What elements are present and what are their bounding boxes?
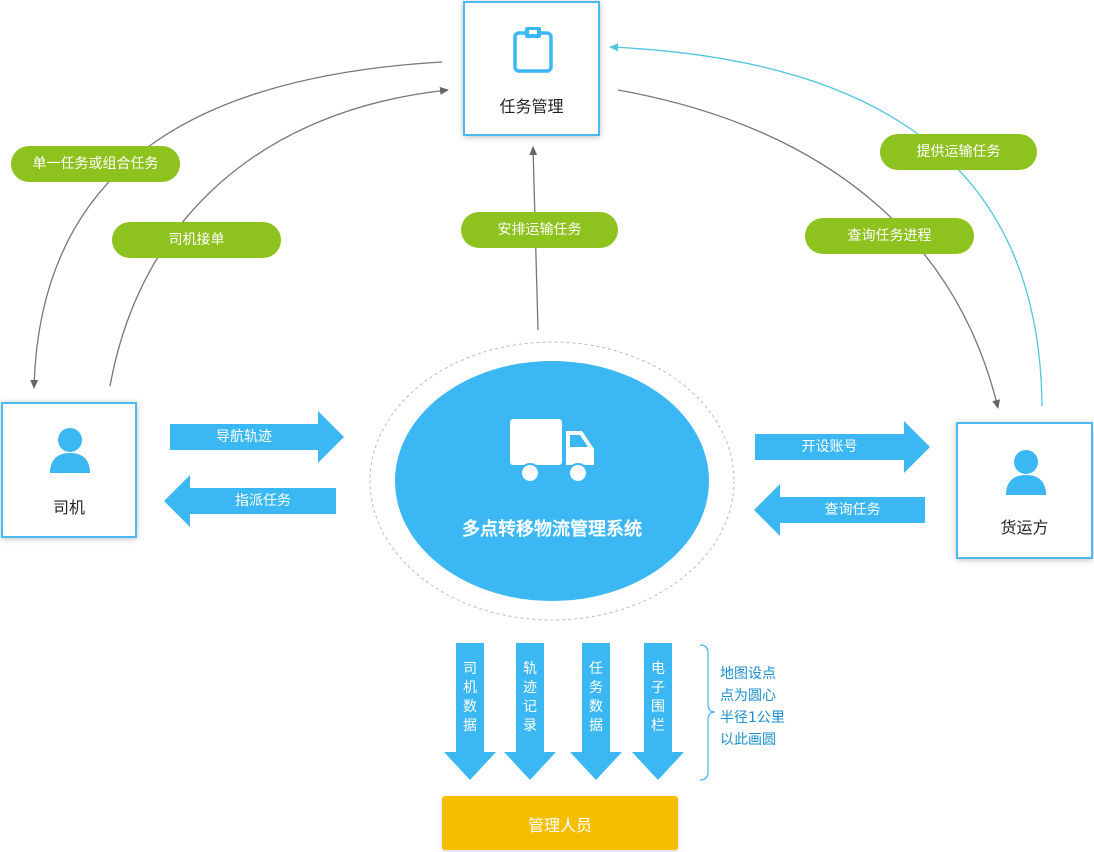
- pill-query-progress: 查询任务进程: [805, 218, 974, 254]
- shipper-box[interactable]: 货运方: [956, 422, 1093, 559]
- label-open-account: 开设账号: [801, 439, 858, 455]
- manager-label: 管理人员: [527, 816, 592, 835]
- note-line-2: 点为圆心: [720, 688, 776, 704]
- arrow-dispatch-task: [164, 475, 336, 527]
- user-icon: [50, 428, 90, 473]
- clipboard-icon: [513, 27, 553, 73]
- arrow-task-data: [570, 643, 622, 780]
- arrow-query-task: [754, 484, 925, 536]
- label-geofence: 电子围栏: [651, 661, 665, 734]
- pill-single-or-combined: 单一任务或组合任务: [11, 146, 180, 182]
- task-management-label: 任务管理: [499, 97, 564, 116]
- arrow-navigation-track: [170, 411, 344, 463]
- system-outer-ring: [369, 341, 735, 621]
- label-track-record: 轨迹记录: [523, 661, 537, 734]
- curve-task-to-shipper: [617, 89, 1001, 409]
- pill-driver-accept: 司机接单: [112, 222, 281, 258]
- task-management-box[interactable]: 任务管理: [463, 1, 600, 136]
- truck-icon: [510, 419, 594, 483]
- arrow-driver-data: [444, 643, 496, 780]
- driver-label: 司机: [52, 498, 85, 517]
- label-query-task: 查询任务: [824, 502, 881, 518]
- note-line-3: 半径1公里: [720, 710, 785, 726]
- note-brace: [699, 644, 716, 781]
- label-dispatch-task: 指派任务: [235, 493, 291, 509]
- system-title: 多点转移物流管理系统: [462, 519, 642, 540]
- pill-provide-transport: 提供运输任务: [880, 134, 1037, 170]
- user-icon: [1006, 450, 1046, 495]
- driver-box[interactable]: 司机: [1, 402, 137, 538]
- manager-box[interactable]: 管理人员: [442, 796, 678, 850]
- arrow-geofence: [632, 643, 684, 780]
- note-line-4: 以此画圆: [720, 732, 776, 748]
- pill-arrange-transport: 安排运输任务: [461, 212, 618, 248]
- arrow-track-record: [504, 643, 556, 780]
- curve-task-to-driver: [30, 61, 443, 389]
- label-navigation-track: 导航轨迹: [216, 429, 272, 445]
- label-task-data: 任务数据: [589, 661, 603, 734]
- note-line-1: 地图设点: [720, 666, 776, 682]
- shipper-label: 货运方: [1000, 518, 1049, 537]
- system-ellipse: [395, 361, 709, 601]
- label-driver-data: 司机数据: [463, 661, 477, 734]
- curve-driver-to-task: [109, 86, 449, 387]
- arrow-open-account: [755, 421, 930, 473]
